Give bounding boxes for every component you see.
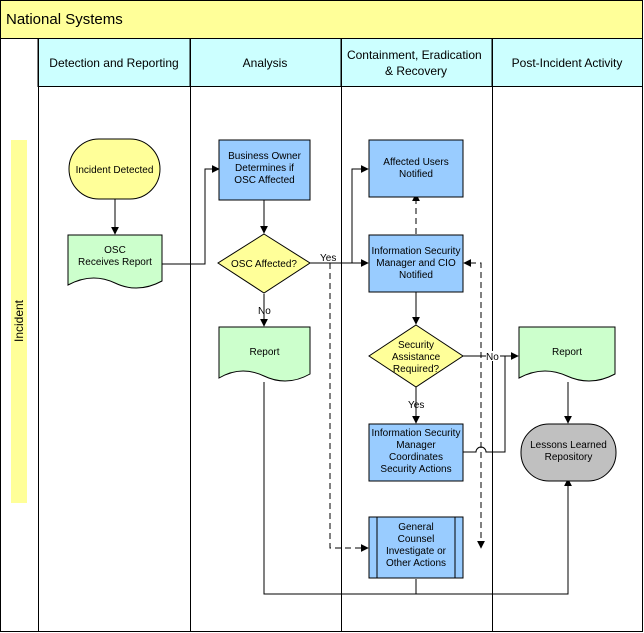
lane-header-detection <box>37 38 191 87</box>
title-bar <box>0 0 643 39</box>
row-label-incident: Incident <box>12 299 26 342</box>
edge-osc-to-business-owner <box>162 165 220 265</box>
diagram-title: National Systems <box>6 11 123 28</box>
lane-label-containment: Containment, Eradication & Recovery <box>347 48 485 78</box>
lane-label-post-incident: Post-Incident Activity <box>512 56 623 70</box>
lane-label-containment-line2: & Recovery <box>385 64 447 78</box>
node-iso-coordinates <box>368 423 464 482</box>
node-osc-affected-decision <box>217 233 311 294</box>
node-report-analysis-label: Report <box>249 347 279 358</box>
lane-header-containment <box>340 38 493 87</box>
node-security-assistance-decision <box>368 324 464 388</box>
node-lessons-learned <box>520 423 617 482</box>
lane-label-analysis: Analysis <box>243 56 288 70</box>
edge-label-bg <box>486 351 500 361</box>
lane-label-detection: Detection and Reporting <box>49 56 178 70</box>
node-iso-cio-notified <box>368 234 464 293</box>
edge-label-yes: Yes <box>408 400 424 411</box>
edge-label-no: No <box>486 352 499 363</box>
node-report-post-label: Report <box>552 347 582 358</box>
node-incident-detected-label: Incident Detected <box>76 165 154 176</box>
node-general-counsel <box>368 516 464 579</box>
lane-label-containment-line1: Containment, Eradication <box>347 48 482 62</box>
edge-label-no: No <box>258 306 271 317</box>
lane-header-analysis <box>189 38 342 87</box>
edge-iso-counsel-link <box>463 259 485 549</box>
edge-label-yes: Yes <box>320 253 336 264</box>
node-business-owner <box>218 139 311 201</box>
node-osc-affected-label: OSC Affected? <box>231 259 297 270</box>
edge-decision-to-counsel <box>329 263 369 552</box>
node-report-analysis <box>218 326 311 382</box>
lane-header-post-incident <box>491 38 643 87</box>
node-osc-receives-report <box>67 234 163 289</box>
edge-to-affected-users <box>351 165 369 264</box>
node-report-post <box>518 326 616 382</box>
row-label-band <box>11 140 27 503</box>
node-incident-detected <box>68 138 161 200</box>
node-affected-users <box>368 139 464 198</box>
